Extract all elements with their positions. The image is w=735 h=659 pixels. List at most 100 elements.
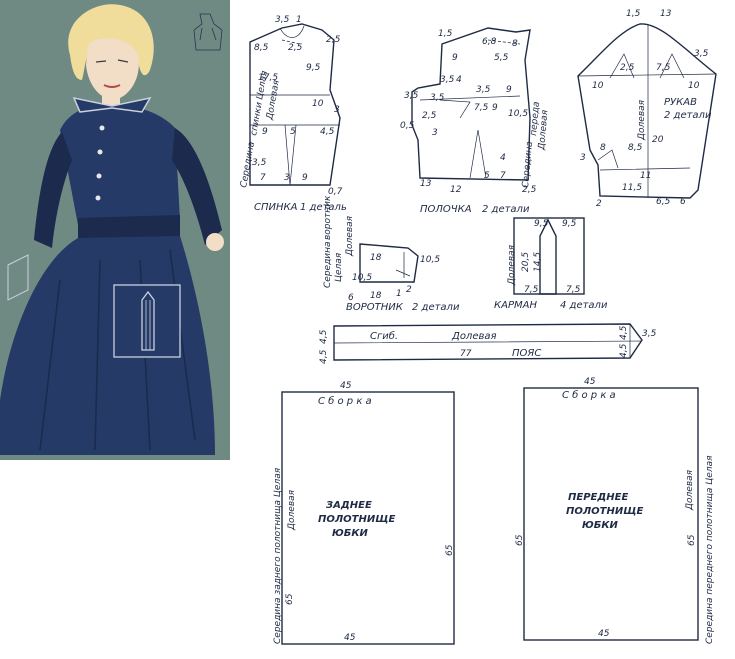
pocket-measure: 7,5 <box>566 285 581 295</box>
back-measure: 4,5 <box>320 127 335 137</box>
right-sleeve <box>172 128 222 245</box>
back-skirt-measure: 45 <box>340 381 352 391</box>
front-skirt-side-label: Середина переднего полотнища Целая <box>705 455 715 644</box>
pocket-measure: 20,5 <box>521 252 531 272</box>
back-measure: 7 <box>260 173 266 183</box>
back-measure: 9,5 <box>306 63 321 73</box>
sleeve-measure: 6,5 <box>656 197 671 207</box>
skirt-pocket <box>113 284 181 358</box>
back-measure: 0,7 <box>328 187 343 197</box>
dress-collar <box>72 96 152 113</box>
front-edge-label: Долевая <box>537 109 551 151</box>
front-measure: 3,5 <box>440 75 455 85</box>
front-measure: 7,5 <box>474 103 489 113</box>
front-measure: 2,5 <box>422 111 437 121</box>
sleeve-count: 2 детали <box>664 110 712 121</box>
back-measure: 1 <box>296 15 302 25</box>
pattern-piece-front: 1,5 6,8 5,5 8 9 3,5 4 3,5 9 3,5 2,5 3,5 … <box>400 27 551 215</box>
back-measure: 17,5 <box>258 73 278 83</box>
front-skirt-gather: С б о р к а <box>562 389 616 401</box>
sleeve-measure: 10 <box>688 81 700 91</box>
back-measure: 3,5 <box>275 15 290 25</box>
front-measure: 3,5 <box>404 91 419 101</box>
pocket-measure: 9,5 <box>534 219 549 229</box>
pocket-count: 4 детали <box>560 300 608 311</box>
front-measure: 2,5 <box>522 185 537 195</box>
front-title: ПОЛОЧКА <box>420 204 472 215</box>
dress-belt <box>78 215 180 240</box>
front-skirt-title: ПОЛОТНИЩЕ <box>566 506 643 517</box>
pattern-piece-front-skirt: 45 65 65 45 С б о р к а Середина передне… <box>515 377 715 644</box>
belt-measure: 77 <box>460 349 472 359</box>
sleeve-measure: 2,5 <box>620 63 635 73</box>
pattern-piece-collar: 18 10,5 6 18 1 10,5 2 Середина воротник … <box>323 195 460 313</box>
sleeve-measure: 13 <box>660 9 672 19</box>
left-sleeve <box>34 132 72 248</box>
sleeve-measure: 8,5 <box>628 143 643 153</box>
collar-measure: 18 <box>370 291 382 301</box>
collar-edge-label: воротник <box>323 195 333 240</box>
collar-measure: 6 <box>348 293 354 303</box>
front-measure: 0,5 <box>400 121 415 131</box>
back-skirt-title: ЗАДНЕЕ <box>326 500 372 511</box>
sleeve-title: РУКАВ <box>664 97 697 108</box>
back-title: СПИНКА <box>254 202 298 213</box>
pocket-title: КАРМАН <box>494 300 537 311</box>
belt-title: ПОЯС <box>512 348 541 359</box>
belt-measure: 3,5 <box>642 329 657 339</box>
front-measure: 3,5 <box>430 93 445 103</box>
front-measure: 9 <box>452 53 458 63</box>
back-measure: 2,5 <box>326 35 341 45</box>
collar-edge-label: Целая <box>334 252 344 282</box>
pocket-grain: Долевая <box>507 244 517 286</box>
fashion-illustration <box>0 0 230 460</box>
dress-bodice <box>60 105 180 225</box>
sleeve-measure: 11,5 <box>622 183 642 193</box>
front-skirt-measure: 65 <box>687 534 697 546</box>
front-skirt-grain: Долевая <box>685 469 695 511</box>
back-skirt-grain: Долевая <box>287 489 297 531</box>
front-measure: 9 <box>506 85 512 95</box>
sleeve-measure: 2 <box>596 199 602 209</box>
front-measure: 3 <box>432 128 438 138</box>
back-measure: 9 <box>262 127 268 137</box>
front-measure: 6,8 <box>482 37 497 47</box>
back-skirt-title: ПОЛОТНИЩЕ <box>318 514 395 525</box>
front-skirt-measure: 45 <box>598 629 610 639</box>
sleeve-measure: 1,5 <box>626 9 641 19</box>
sleeve-measure: 11 <box>640 171 651 181</box>
sleeve-grain: Долевая <box>637 99 647 141</box>
belt-measure: 4,5 <box>319 329 329 344</box>
back-skirt-title: ЮБКИ <box>332 528 369 539</box>
back-measure: 9 <box>302 173 308 183</box>
belt-grain: Долевая <box>451 331 497 342</box>
back-measure: 3,5 <box>252 158 267 168</box>
back-skirt-measure: 65 <box>445 544 455 556</box>
hair <box>68 4 154 80</box>
collar-edge-label: Долевая <box>345 215 355 257</box>
dress-thumbnail <box>193 13 223 51</box>
belt-measure: 4,5 <box>619 325 629 340</box>
back-measure: 5 <box>290 127 296 137</box>
sleeve-measure: 7,5 <box>656 63 671 73</box>
front-skirt-title: ЮБКИ <box>582 520 619 531</box>
front-measure: 12 <box>450 185 462 195</box>
front-measure: 13 <box>420 179 432 189</box>
front-measure: 9 <box>492 103 498 113</box>
front-edge-label: переда <box>529 101 542 136</box>
sleeve-measure: 20 <box>652 135 664 145</box>
face <box>86 38 139 100</box>
pocket-measure: 7,5 <box>524 285 539 295</box>
front-skirt-measure: 65 <box>515 534 525 546</box>
back-skirt-measure: 65 <box>285 593 295 605</box>
back-skirt-side-label: Середина заднего полотнища Целая <box>273 467 283 644</box>
sleeve-measure: 10 <box>592 81 604 91</box>
front-measure: 4 <box>456 75 462 85</box>
belt-measure: 4,5 <box>619 343 629 358</box>
back-skirt-gather: С б о р к а <box>318 395 372 407</box>
front-measure: 3,5 <box>476 85 491 95</box>
front-edge-label: Середина <box>521 141 535 188</box>
back-measure: 2,5 <box>288 43 303 53</box>
sleeve-measure: 3 <box>580 153 586 163</box>
sleeve-measure: 6 <box>680 197 686 207</box>
